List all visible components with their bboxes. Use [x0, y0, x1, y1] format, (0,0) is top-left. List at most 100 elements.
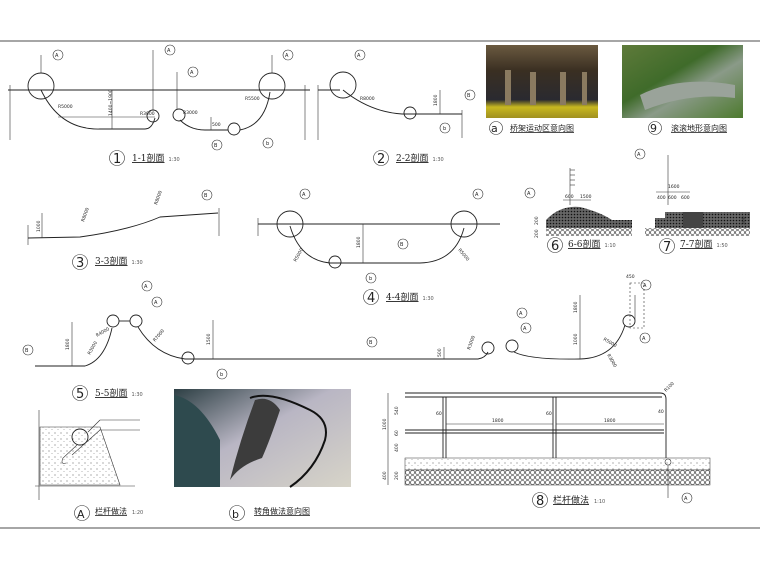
callout-A-icon: [187, 66, 199, 78]
svg-text:200: 200: [534, 216, 540, 225]
svg-text:600: 600: [681, 195, 690, 201]
detail-A-railing: A 栏杆做法 1:20: [35, 410, 143, 521]
section-title: 7-7剖面: [680, 238, 713, 250]
svg-text:R5000: R5000: [293, 247, 306, 263]
svg-text:1800: 1800: [65, 338, 71, 350]
svg-text:R8000: R8000: [360, 96, 375, 102]
svg-text:500: 500: [437, 348, 443, 357]
section-scale: 1:10: [594, 499, 605, 505]
svg-text:8: 8: [536, 494, 544, 509]
svg-text:600: 600: [565, 194, 574, 200]
svg-text:200: 200: [534, 229, 540, 238]
section-title: 3-3剖面: [95, 255, 128, 267]
svg-text:R5000: R5000: [456, 247, 470, 262]
callout-b-icon: [262, 137, 274, 149]
section-2-drawing: 1800 R8000 A b B 2 2-2剖面 1:30: [317, 49, 476, 167]
svg-text:R3000: R3000: [466, 335, 477, 351]
svg-text:400: 400: [657, 195, 666, 201]
svg-text:7: 7: [663, 240, 671, 255]
section-3-drawing: 1000 R8000 R8000 B 3 3-3剖面 1:30: [27, 189, 220, 271]
section-title: 2-2剖面: [396, 152, 429, 164]
svg-text:600: 600: [668, 195, 677, 201]
section-5-drawing: 1800 R4000 R3000 R7000 1500 500 R3000 18…: [22, 274, 652, 402]
svg-text:A: A: [643, 283, 647, 289]
svg-text:1800: 1800: [604, 418, 616, 424]
svg-text:1000: 1000: [573, 333, 579, 345]
photo-caption: 转角做法意向图: [254, 506, 310, 516]
svg-text:1800: 1800: [433, 94, 439, 106]
svg-text:B: B: [25, 348, 29, 354]
dim-label: 1400~1900: [108, 89, 114, 116]
dim-label: R5000: [58, 104, 73, 110]
dim-label: R3000: [183, 110, 198, 116]
section-scale: 1:50: [717, 243, 728, 249]
svg-text:540: 540: [394, 406, 400, 415]
dim-label: R5500: [245, 96, 260, 102]
svg-text:A: A: [523, 326, 527, 332]
svg-text:1500: 1500: [580, 194, 592, 200]
svg-text:60: 60: [436, 411, 442, 417]
svg-text:R8000: R8000: [80, 207, 91, 223]
svg-text:60: 60: [394, 430, 400, 436]
section-number-badge: [547, 237, 563, 253]
svg-text:A: A: [285, 53, 289, 59]
section-number-badge: [72, 254, 88, 270]
section-7-drawing: 1600 400 600 600 300 A 7 7-7剖面 1:50: [634, 148, 750, 255]
svg-text:A: A: [642, 336, 646, 342]
section-number-badge: [532, 492, 548, 508]
section-scale: 1:10: [605, 243, 616, 249]
svg-text:A: A: [637, 152, 641, 158]
section-number-badge: [659, 238, 675, 254]
section-title: 4-4剖面: [386, 291, 419, 303]
svg-text:6: 6: [551, 239, 559, 254]
photo-b-corner-detail: b 转角做法意向图: [174, 389, 351, 521]
svg-text:1: 1: [113, 152, 121, 167]
svg-text:A: A: [475, 192, 479, 198]
svg-text:R100: R100: [663, 381, 676, 394]
detail-title: 栏杆做法: [95, 506, 127, 516]
section-scale: 1:30: [423, 296, 434, 302]
svg-text:B: B: [400, 242, 404, 248]
callout-A-icon: A: [357, 53, 361, 59]
photo-a-bridge-activity-area: a 桥架运动区意向图: [486, 45, 598, 135]
svg-text:b: b: [369, 276, 372, 282]
callout-A-icon: [282, 49, 294, 61]
svg-text:5: 5: [76, 387, 84, 402]
svg-text:A: A: [519, 311, 523, 317]
svg-text:1000: 1000: [36, 220, 42, 232]
section-number-badge: [373, 150, 389, 166]
section-scale: 1:30: [132, 260, 143, 266]
svg-text:a: a: [491, 122, 498, 135]
svg-text:R3000: R3000: [605, 353, 618, 369]
svg-text:400: 400: [394, 443, 400, 452]
svg-text:R3000: R3000: [87, 340, 100, 356]
section-scale: 1:30: [433, 157, 444, 163]
svg-text:b: b: [220, 372, 223, 378]
svg-text:R8000: R8000: [153, 190, 164, 206]
svg-text:R5000: R5000: [602, 337, 618, 350]
svg-text:B: B: [204, 193, 208, 199]
svg-text:A: A: [144, 284, 148, 290]
callout-A-icon: [164, 44, 176, 56]
callout-b-icon: b: [443, 126, 446, 132]
svg-text:A: A: [167, 48, 171, 54]
photo-caption: 桥架运动区意向图: [510, 123, 574, 133]
section-title: 1-1剖面: [132, 152, 165, 164]
svg-text:1500: 1500: [206, 333, 212, 345]
svg-text:450: 450: [626, 274, 635, 280]
svg-text:1800: 1800: [573, 301, 579, 313]
svg-text:A: A: [154, 300, 158, 306]
section-number-badge: [72, 385, 88, 401]
svg-text:60: 60: [546, 411, 552, 417]
svg-text:R7000: R7000: [152, 328, 166, 343]
svg-text:1800: 1800: [356, 236, 362, 248]
section-number-badge: [109, 150, 125, 166]
svg-text:40: 40: [658, 409, 664, 415]
svg-text:B: B: [369, 340, 373, 346]
svg-text:2: 2: [377, 152, 385, 167]
callout-B-icon: [211, 139, 223, 151]
svg-text:400: 400: [382, 471, 388, 480]
callout-B-icon: B: [467, 93, 471, 99]
dim-label: 500: [212, 122, 221, 128]
